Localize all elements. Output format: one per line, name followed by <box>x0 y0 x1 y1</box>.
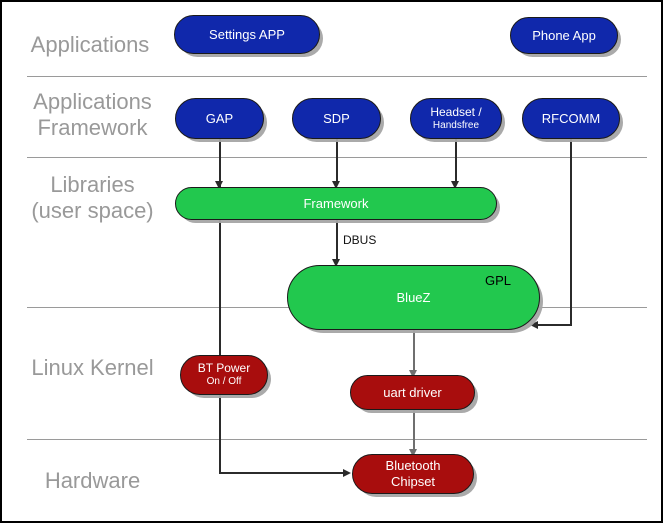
layer-label-hardware: Hardware <box>44 468 141 493</box>
node-bt-power-label-line2: On / Off <box>206 376 242 387</box>
node-bluez-license-label: GPL <box>485 273 512 288</box>
node-uart-driver-label: uart driver <box>383 385 442 400</box>
connector-bluez-to-uart-arrowhead <box>409 370 417 378</box>
connector-framework-to-bluez-vertical <box>336 220 338 261</box>
node-sdp[interactable]: SDP <box>292 98 381 139</box>
node-bluez[interactable]: BlueZ <box>287 265 540 330</box>
node-headset-handsfree-label-line1: Headset / <box>430 104 482 119</box>
connector-sdp-to-framework-arrowhead <box>332 181 340 189</box>
node-settings-app-label: Settings APP <box>209 27 285 42</box>
connector-gap-to-chipset-vertical <box>219 139 221 473</box>
connector-headset-to-framework-vertical <box>455 139 457 183</box>
node-bluez-label: BlueZ <box>396 290 431 305</box>
connector-uart-to-chipset-arrowhead <box>409 449 417 457</box>
node-rfcomm[interactable]: RFCOMM <box>522 98 620 139</box>
node-bt-power-label-line1: BT Power <box>197 361 251 375</box>
node-settings-app[interactable]: Settings APP <box>174 15 320 54</box>
node-phone-app[interactable]: Phone App <box>510 17 618 54</box>
connector-framework-to-bluez-arrowhead <box>332 259 340 267</box>
node-bt-power[interactable]: BT Power On / Off <box>180 355 268 395</box>
node-rfcomm-label: RFCOMM <box>541 111 601 126</box>
node-framework[interactable]: Framework <box>175 187 497 220</box>
node-gap[interactable]: GAP <box>175 98 264 139</box>
connector-uart-to-chipset-vertical <box>413 410 415 452</box>
layer-divider-applications <box>27 76 647 77</box>
layer-label-applications-framework: Applications Framework <box>33 89 152 140</box>
node-uart-driver[interactable]: uart driver <box>350 375 475 410</box>
node-bluetooth-chipset-label-line1: Bluetooth <box>385 458 441 473</box>
connector-headset-to-framework-arrowhead <box>451 181 459 189</box>
connector-gap-to-chipset-arrowhead <box>343 468 351 477</box>
node-framework-label: Framework <box>303 196 369 211</box>
node-phone-app-label: Phone App <box>532 28 596 43</box>
connector-gap-to-framework-arrowhead <box>215 181 223 189</box>
node-bluetooth-chipset-label-line2: Chipset <box>390 474 436 489</box>
connector-gap-to-chipset-horizontal <box>219 472 344 474</box>
connector-sdp-to-framework-vertical <box>336 139 338 183</box>
node-bluetooth-chipset[interactable]: Bluetooth Chipset <box>352 454 474 494</box>
layer-label-linux-kernel: Linux Kernel <box>31 355 154 380</box>
layer-label-applications: Applications <box>30 32 150 57</box>
connector-bluez-to-uart-vertical <box>413 330 415 372</box>
edge-label-dbus: DBUS <box>343 233 377 247</box>
connector-rfcomm-to-bluez-vertical <box>570 139 572 325</box>
node-gap-label: GAP <box>205 111 234 126</box>
node-headset-handsfree[interactable]: Headset / Handsfree <box>410 98 502 139</box>
layer-divider-linux-kernel <box>27 439 647 440</box>
connector-rfcomm-to-bluez-arrowhead <box>530 320 538 329</box>
node-sdp-label: SDP <box>323 111 350 126</box>
connector-rfcomm-to-bluez-horizontal <box>538 324 572 326</box>
node-headset-handsfree-label-line2: Handsfree <box>432 119 480 131</box>
layer-label-libraries: Libraries (user space) <box>31 172 154 223</box>
